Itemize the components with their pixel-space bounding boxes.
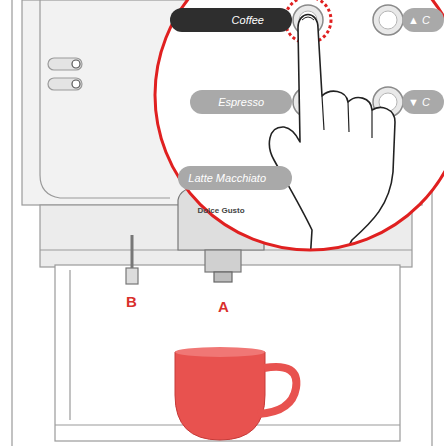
button-text: Espresso bbox=[218, 96, 264, 108]
button-text: Coffee bbox=[232, 14, 264, 26]
callout-letter: B bbox=[126, 293, 137, 310]
pressing-hand bbox=[269, 15, 395, 263]
button-text: ▼ C bbox=[408, 96, 430, 108]
button-text: Latte Macchiato bbox=[188, 172, 266, 184]
coffee-button-label: Coffee bbox=[170, 8, 292, 32]
callout-letter: A bbox=[218, 298, 229, 315]
brand-logo: Dolce Gusto bbox=[197, 206, 244, 215]
magnifier-callout bbox=[150, 0, 444, 262]
cup-size-up-label: ▲ C bbox=[402, 8, 444, 32]
espresso-button-label: Espresso bbox=[190, 90, 292, 114]
coffee-cup bbox=[175, 347, 296, 440]
latte-button-label: Latte Macchiato bbox=[178, 166, 292, 190]
button-text: ▲ C bbox=[408, 14, 430, 26]
cup-size-down-label: ▼ C bbox=[402, 90, 444, 114]
